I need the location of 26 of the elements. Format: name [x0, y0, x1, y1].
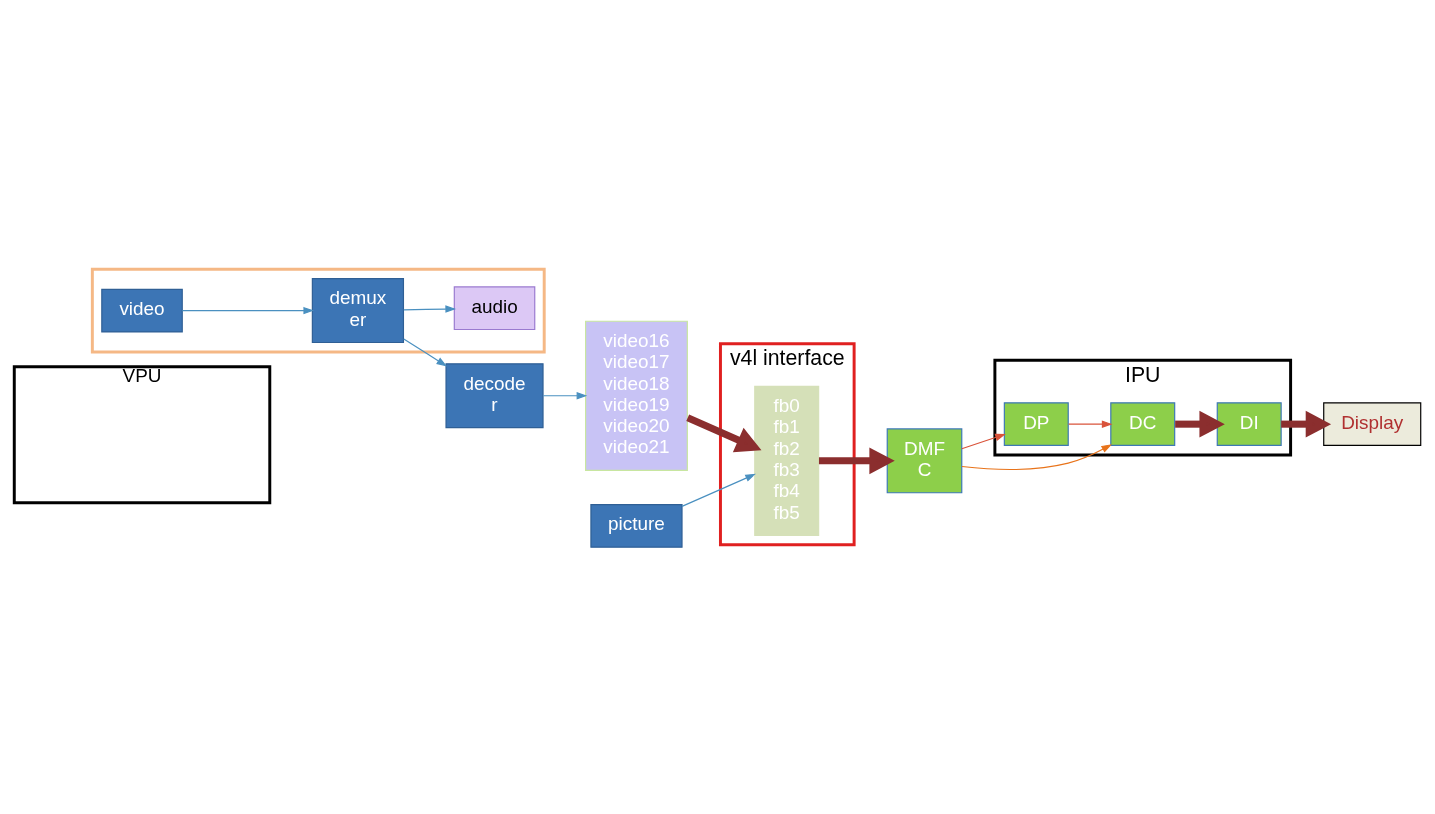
node-box: picture: [590, 504, 683, 548]
node-box: DC: [1110, 402, 1176, 447]
arrow: [181, 306, 315, 315]
arrow: [1281, 410, 1332, 438]
cluster: [90, 267, 546, 354]
node-box: audio: [453, 286, 536, 331]
arrow: [961, 444, 1112, 470]
arrow: [1068, 420, 1113, 428]
arrow: [681, 473, 756, 507]
node-box: demux er: [311, 278, 405, 344]
arrow: [542, 392, 588, 400]
node-box: Display: [1323, 402, 1422, 447]
arrow: [1175, 410, 1225, 438]
arrow: [961, 433, 1006, 450]
arrow: [403, 338, 448, 367]
node-box: DP: [1003, 402, 1069, 447]
arrow: [686, 414, 762, 453]
node-box: DI: [1216, 402, 1282, 447]
node-box: video: [101, 288, 183, 333]
arrow: [403, 305, 457, 313]
node-box: decode r: [445, 363, 544, 429]
node-box: DMF C: [886, 428, 963, 494]
node-box: VPU: [12, 365, 272, 505]
node-box: video16 video17 video18 video19 video20 video21: [585, 320, 688, 471]
arrow: [818, 447, 895, 475]
node-box: fb0 fb1 fb2 fb3 fb4 fb5: [754, 385, 820, 536]
